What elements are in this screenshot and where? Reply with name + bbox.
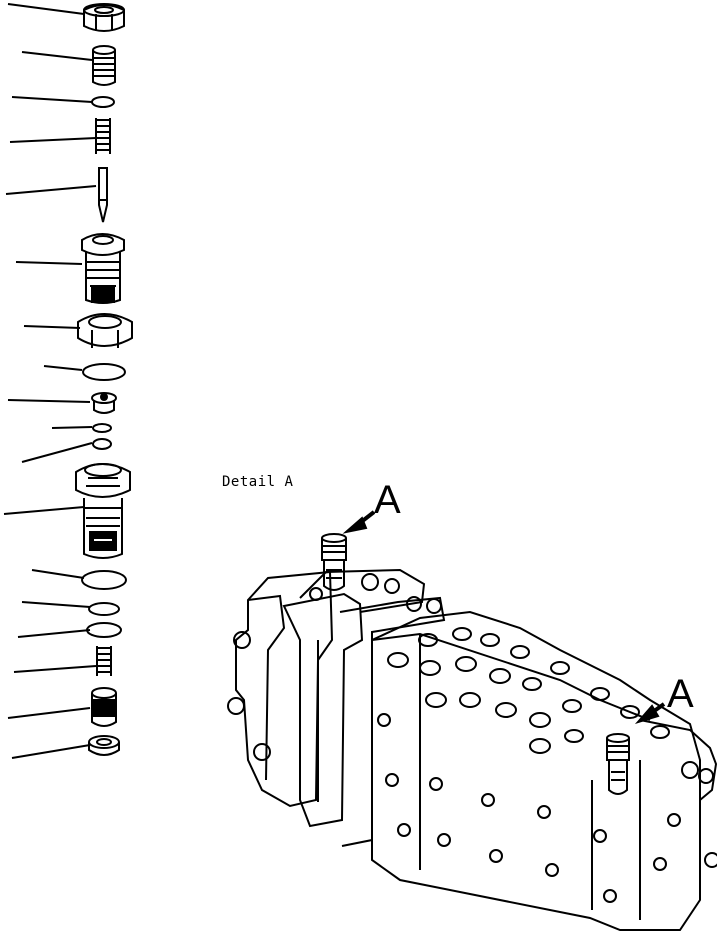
leader-line xyxy=(8,4,84,14)
relief-cartridge-part xyxy=(76,464,130,558)
o-ring-part xyxy=(92,97,114,107)
callout-arrow xyxy=(346,512,374,532)
leader-line xyxy=(22,602,90,607)
o-ring-part xyxy=(93,439,111,449)
spring-part xyxy=(97,646,111,676)
o-ring-part xyxy=(82,571,126,589)
callout-arrow xyxy=(638,704,664,722)
leader-line xyxy=(52,427,92,428)
o-ring-part xyxy=(87,623,121,637)
o-ring-part xyxy=(93,424,111,432)
leader-line xyxy=(10,138,96,142)
callout-letter-a: A xyxy=(667,672,694,716)
leader-line xyxy=(24,326,80,328)
callout-letter-a: A xyxy=(374,478,401,522)
leader-line xyxy=(44,366,82,370)
leader-line xyxy=(12,745,90,758)
poppet-part xyxy=(92,688,116,726)
valve-mid-section xyxy=(284,594,362,826)
detail-a-cartridge-left xyxy=(322,534,346,590)
detail-caption: Detail A xyxy=(222,474,294,490)
leader-line xyxy=(8,708,90,718)
small-plug-part xyxy=(92,393,116,413)
leader-line xyxy=(22,443,92,462)
leader-line xyxy=(12,97,92,102)
large-nut-part xyxy=(78,314,132,348)
control-valve-assembly xyxy=(228,512,717,930)
valve-main-body xyxy=(372,612,700,930)
needle-pin-part xyxy=(99,168,107,222)
leader-line xyxy=(22,52,92,60)
leader-line xyxy=(14,666,96,672)
leader-lines xyxy=(4,4,96,758)
leader-line xyxy=(16,262,82,264)
o-ring-part xyxy=(83,364,125,380)
leader-line xyxy=(32,570,84,578)
valve-left-section xyxy=(236,572,332,806)
leader-line xyxy=(18,630,90,637)
bolt-holes xyxy=(388,628,669,753)
parts-column xyxy=(76,4,132,755)
side-face-holes xyxy=(378,714,698,902)
o-ring-part xyxy=(89,603,119,615)
cap-nut-part xyxy=(84,4,124,31)
leader-line xyxy=(4,507,84,514)
detail-a-cartridge-right xyxy=(607,734,629,794)
threaded-plug-part xyxy=(93,46,115,85)
valve-body-part xyxy=(82,234,124,303)
spring-part xyxy=(96,118,110,154)
leader-line xyxy=(8,400,90,402)
leader-line xyxy=(6,186,96,194)
seat-part xyxy=(89,736,119,755)
